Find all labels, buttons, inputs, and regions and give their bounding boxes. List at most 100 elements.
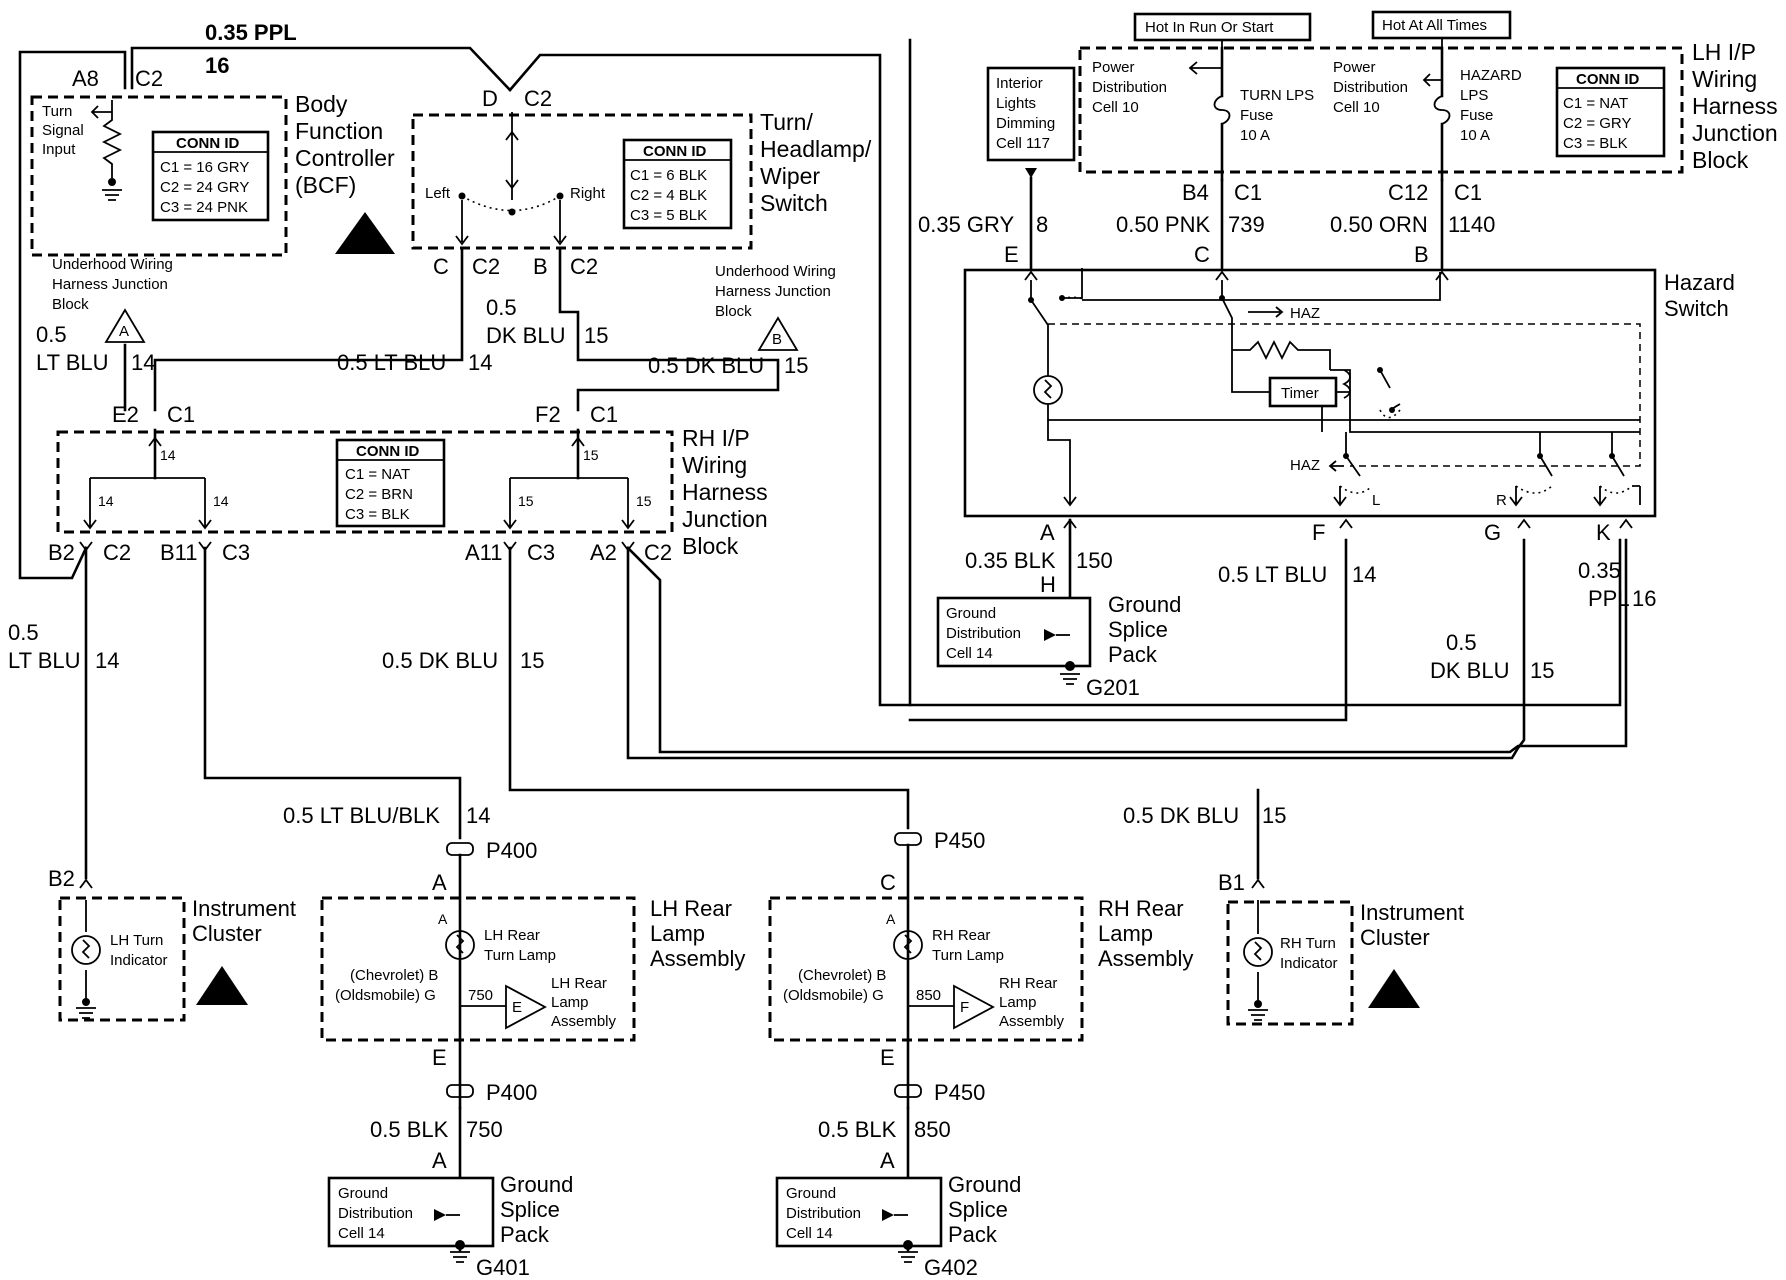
- pin-a2: A2: [590, 540, 617, 565]
- lamp-icon: [1243, 937, 1273, 967]
- resistor-icon: [101, 100, 123, 178]
- interior-1: Interior: [996, 75, 1043, 92]
- rh-junction-block: E2 C1 F2 C1 14 14 14 15 15 15 CONN ID C1…: [48, 402, 768, 565]
- rh-splice-2: Splice: [948, 1197, 1008, 1222]
- underhood-b-line3: Block: [715, 303, 752, 320]
- bcf-input-line3: Input: [42, 141, 76, 158]
- hz-pin-a: A: [1040, 520, 1055, 545]
- conn-c2-d: C2: [524, 86, 552, 111]
- fuse2-line3: Fuse: [1460, 107, 1493, 124]
- rh-jb-conn-id-3: C3 = BLK: [345, 506, 410, 523]
- lt-blu-circuit: 14: [131, 350, 155, 375]
- rh-lamp-1: RH Rear: [932, 927, 990, 944]
- lh-splice-2: Splice: [500, 1197, 560, 1222]
- hazard-outputs: 0.35 BLK 150 H Ground Distribution Cell …: [936, 518, 1656, 700]
- hz-dk-gauge: 0.5: [1446, 630, 1477, 655]
- pin-a11-conn: C3: [527, 540, 555, 565]
- pin-b2-conn: C2: [103, 540, 131, 565]
- lh-ref: E: [512, 999, 522, 1016]
- bcf-conn-id-box: [151, 130, 270, 222]
- esd-icon: [1368, 969, 1420, 1008]
- rh-ref-2: Lamp: [999, 994, 1037, 1011]
- interior-2: Lights: [996, 95, 1036, 112]
- pin-c12-conn: C1: [1454, 180, 1482, 205]
- switch-right: Right: [570, 185, 606, 202]
- rh-junction-dashed-box: [56, 430, 674, 534]
- lh-inner-a: A: [438, 911, 448, 927]
- rh-splice-1: Ground: [948, 1172, 1021, 1197]
- lower-dk-blu-label: 0.5 DK BLU: [382, 648, 498, 673]
- bcf-conn-id-title: CONN ID: [176, 135, 240, 152]
- ref-triangle-a: [104, 308, 146, 343]
- lh-ref-2: Lamp: [551, 994, 589, 1011]
- rh-jb-title-2: Wiring: [682, 452, 747, 478]
- interior-4: Cell 117: [996, 135, 1050, 152]
- haz-top: HAZ: [1290, 305, 1320, 322]
- switch-dashed-box: [411, 113, 753, 250]
- rh-title-3: Assembly: [1098, 946, 1193, 971]
- underhood-b-line1: Underhood Wiring: [715, 263, 836, 280]
- right-dk-blu-circuit: 15: [1262, 803, 1286, 828]
- switch-title-2: Headlamp/: [760, 136, 872, 162]
- hz-pin-f: F: [1312, 520, 1325, 545]
- switch-pin-c-conn: C2: [472, 254, 500, 279]
- lh-title-3: Assembly: [650, 946, 745, 971]
- pd2-line1: Power: [1333, 59, 1376, 76]
- gry-circuit: 8: [1036, 212, 1048, 237]
- g201-ground-2: Distribution: [946, 625, 1021, 642]
- hot-run: Hot In Run Or Start: [1145, 19, 1274, 36]
- lh-cluster-pin: B2: [48, 866, 75, 891]
- lh-make-2: (Oldsmobile) G: [335, 987, 436, 1004]
- switch-conn-id-1: C1 = 6 BLK: [630, 167, 707, 184]
- rh-indicator-2: Indicator: [1280, 955, 1338, 972]
- arrow-icon: [1188, 61, 1222, 75]
- esd-icon: [196, 966, 248, 1005]
- rh-ground-2: Distribution: [786, 1205, 861, 1222]
- pin-d: D: [482, 86, 498, 111]
- g201-ground-box: [936, 596, 1092, 668]
- mid-wire-labels: Underhood Wiring Harness Junction Block …: [36, 256, 836, 378]
- rh-rear-dashed-box: [768, 896, 1084, 1042]
- dk-blu-gauge: 0.5: [486, 295, 517, 320]
- dk-blu-mid-label: 0.5 DK BLU: [648, 353, 764, 378]
- underhood-b-ref: B: [772, 331, 782, 348]
- lh-title-1: LH Rear: [650, 896, 732, 921]
- hz-lt-blu-circuit: 14: [1352, 562, 1376, 587]
- connector-p450-bottom: [894, 1084, 922, 1098]
- bcf-title-4: (BCF): [295, 172, 356, 198]
- bcf-conn-id-3: C3 = 24 PNK: [160, 199, 248, 216]
- lh-jb-conn-id-3: C3 = BLK: [1563, 135, 1628, 152]
- ref-triangle-b: [757, 316, 799, 351]
- timer-label: Timer: [1281, 385, 1319, 402]
- lh-jb-title-1: LH I/P: [1692, 39, 1756, 65]
- lh-ground-3: Cell 14: [338, 1225, 385, 1242]
- underhood-a-line1: Underhood Wiring: [52, 256, 173, 273]
- ground-icon: [102, 189, 122, 201]
- pin-a2-conn: C2: [644, 540, 672, 565]
- pd1-line3: Cell 10: [1092, 99, 1139, 116]
- pd2-line3: Cell 10: [1333, 99, 1380, 116]
- interior-box: [986, 66, 1076, 162]
- rh-cluster-title-2: Cluster: [1360, 925, 1430, 950]
- fuse2-line4: 10 A: [1460, 127, 1490, 144]
- esd-icon: [335, 212, 395, 254]
- lt-blu-mid-label: 0.5 LT BLU: [337, 350, 446, 375]
- switch-pin-c: C: [433, 254, 449, 279]
- underhood-b-line2: Harness Junction: [715, 283, 831, 300]
- lt-blu-blk-label: 0.5 LT BLU/BLK: [283, 803, 440, 828]
- wires-lower: 0.5 LT BLU 14 0.5 DK BLU 15 0.5 LT BLU/B…: [8, 38, 1628, 880]
- lh-circuit: 750: [468, 987, 493, 1004]
- lh-jb-title-5: Block: [1692, 147, 1749, 173]
- rh-jb-15c: 15: [636, 493, 652, 509]
- switch-left: Left: [425, 185, 451, 202]
- lamp-icon: [893, 930, 923, 960]
- rh-jb-conn-id-1: C1 = NAT: [345, 466, 410, 483]
- right-dk-blu-label: 0.5 DK BLU: [1123, 803, 1239, 828]
- rh-indicator-1: RH Turn: [1280, 935, 1336, 952]
- lh-ground-box: [327, 1176, 495, 1248]
- g201-id: G201: [1086, 675, 1140, 700]
- pin-c12: C12: [1388, 180, 1428, 205]
- bcf-conn-id-1: C1 = 16 GRY: [160, 159, 249, 176]
- connector-p450-top: [894, 832, 922, 846]
- lh-jb-conn-id-2: C2 = GRY: [1563, 115, 1632, 132]
